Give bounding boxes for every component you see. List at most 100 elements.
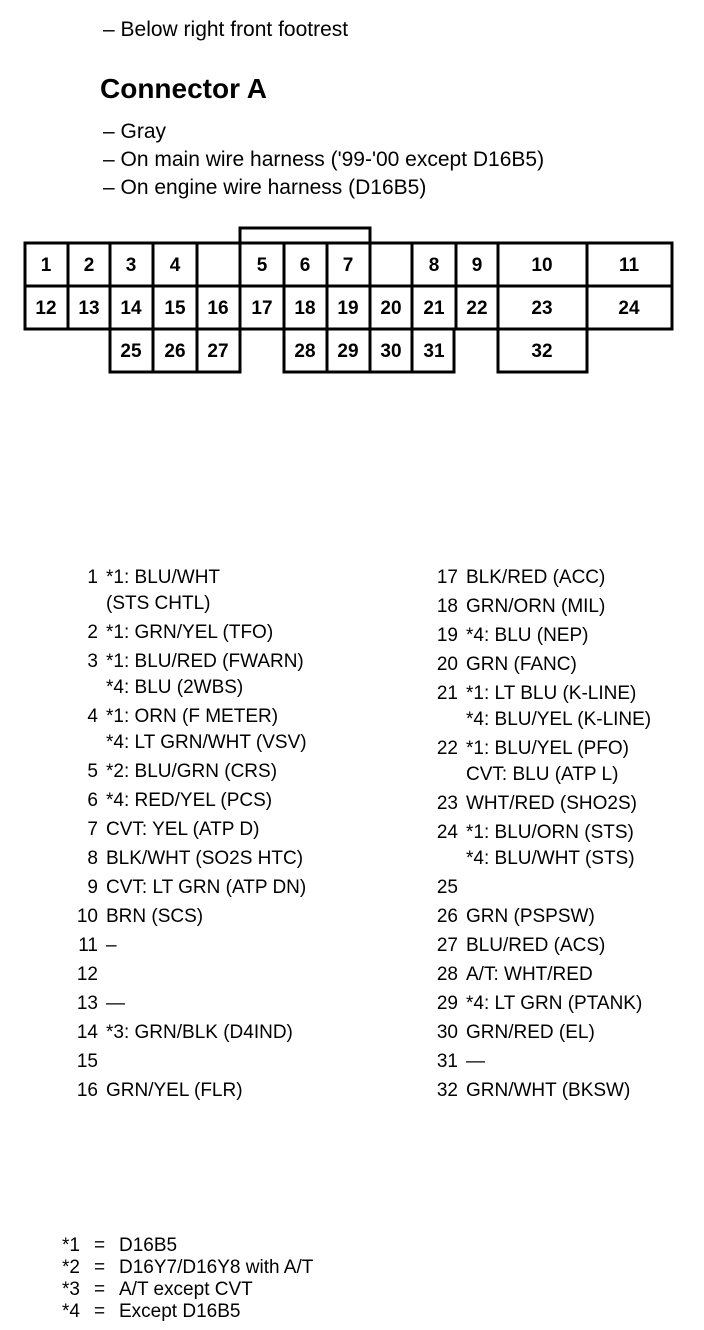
footnote-legend: *1=D16B5*2=D16Y7/D16Y8 with A/T*3=A/T ex… [0, 1235, 704, 1330]
pin-label: 31 [423, 341, 445, 362]
pin-label: 23 [531, 298, 552, 319]
pin-wire-description: *4: BLU/WHT (STS) [466, 848, 635, 869]
legend-equals: = [94, 1301, 106, 1322]
pin-number: 15 [76, 1051, 98, 1072]
pin-wire-description: GRN/RED (EL) [466, 1022, 595, 1043]
pin-label: 28 [294, 341, 315, 362]
pin-wire-description: GRN/ORN (MIL) [466, 596, 606, 617]
pin-number: 8 [87, 848, 98, 869]
pin-number: 29 [436, 993, 458, 1014]
pin-wire-description: A/T: WHT/RED [466, 964, 593, 985]
pin-number: 22 [436, 738, 458, 759]
pin-wire-description: *1: ORN (F METER) [106, 706, 279, 727]
pin-wire-description: *1: BLU/WHT [106, 567, 221, 588]
pin-wire-description: *1: LT BLU (K-LINE) [466, 683, 637, 704]
pin-number: 27 [436, 935, 458, 956]
connector-title: Connector A [100, 73, 267, 104]
pin-number: 13 [76, 993, 98, 1014]
note-engine-harness: – On engine wire harness (D16B5) [103, 176, 427, 199]
legend-key: *1 [62, 1235, 80, 1256]
pin-number: 23 [436, 793, 458, 814]
pin-number: 4 [87, 706, 98, 727]
pin-label: 11 [619, 255, 640, 276]
pin-label: 21 [423, 298, 445, 319]
pin-label: 7 [343, 255, 354, 276]
pin-label: 29 [337, 341, 358, 362]
pin-label: 2 [84, 255, 95, 276]
location-note: – Below right front footrest [103, 18, 349, 41]
pin-number: 31 [436, 1051, 458, 1072]
pin-wire-description: *4: LT GRN/WHT (VSV) [106, 732, 307, 753]
pin-wire-description: GRN/YEL (FLR) [106, 1080, 243, 1101]
pin-number: 32 [436, 1080, 458, 1101]
pin-label: 8 [429, 255, 440, 276]
pin-number: 24 [436, 822, 458, 843]
pin-label: 1 [41, 255, 52, 276]
pin-number: 10 [76, 906, 98, 927]
pin-number: 17 [436, 567, 458, 588]
pin-label: 22 [466, 298, 487, 319]
pin-number: 30 [436, 1022, 458, 1043]
pin-label: 14 [120, 298, 142, 319]
pin-wire-description: *4: RED/YEL (PCS) [106, 790, 273, 811]
pin-wire-description: BLU/RED (ACS) [466, 935, 606, 956]
pin-wire-description: *4: BLU (2WBS) [106, 677, 244, 698]
legend-value: A/T except CVT [119, 1279, 253, 1300]
pin-wire-description: *3: GRN/BLK (D4IND) [106, 1022, 293, 1043]
pin-wire-description: GRN (FANC) [466, 654, 577, 675]
pin-label: 20 [380, 298, 401, 319]
legend-equals: = [94, 1279, 106, 1300]
connector-lock-tab [238, 226, 372, 243]
pin-number: 28 [436, 964, 458, 985]
note-main-harness: – On main wire harness ('99-'00 except D… [103, 148, 545, 171]
pin-wire-description: BLK/RED (ACC) [466, 567, 606, 588]
pin-wire-description: *2: BLU/GRN (CRS) [106, 761, 278, 782]
legend-value: D16Y7/D16Y8 with A/T [119, 1257, 314, 1278]
legend-key: *2 [62, 1257, 80, 1278]
pin-wire-description: BLK/WHT (SO2S HTC) [106, 848, 304, 869]
legend-key: *4 [62, 1301, 80, 1322]
legend-equals: = [94, 1235, 106, 1256]
pin-number: 12 [76, 964, 98, 985]
pin-wire-description: *1: BLU/YEL (PFO) [466, 738, 629, 759]
pin-label: 26 [164, 341, 185, 362]
pin-number: 18 [436, 596, 458, 617]
pin-number: 9 [87, 877, 98, 898]
pin-number: 5 [87, 761, 98, 782]
pin-number: 3 [87, 651, 98, 672]
pin-number: 6 [87, 790, 98, 811]
pin-wire-description: BRN (SCS) [106, 906, 204, 927]
pin-label: 19 [337, 298, 358, 319]
pin-wire-description: CVT: BLU (ATP L) [466, 764, 619, 785]
pin-wire-description: *4: BLU (NEP) [466, 625, 589, 646]
pin-number: 21 [436, 683, 458, 704]
pin-number: 11 [78, 935, 98, 956]
pin-label: 3 [126, 255, 137, 276]
pin-label: 13 [78, 298, 99, 319]
pin-label: 5 [257, 255, 268, 276]
pin-number: 14 [76, 1022, 98, 1043]
pin-number: 26 [436, 906, 458, 927]
pin-label: 32 [531, 341, 552, 362]
pin-label: 9 [472, 255, 483, 276]
connector-diagram: 1 2 3 4 5 6 7 8 9 10 11 12 13 14 15 16 1… [23, 226, 674, 374]
pin-wire-description: CVT: YEL (ATP D) [106, 819, 260, 840]
legend-equals: = [94, 1257, 106, 1278]
pin-label: 24 [618, 298, 640, 319]
pin-label: 15 [164, 298, 186, 319]
pin-wire-description: *4: BLU/YEL (K-LINE) [466, 709, 652, 730]
legend-value: Except D16B5 [119, 1301, 241, 1322]
pin-label: 30 [380, 341, 401, 362]
pin-number: 7 [87, 819, 98, 840]
note-color: – Gray [103, 120, 167, 143]
pin-label: 4 [170, 255, 181, 276]
pin-label: 25 [120, 341, 142, 362]
pin-label: 17 [251, 298, 272, 319]
legend-value: D16B5 [119, 1235, 178, 1256]
pin-number: 20 [436, 654, 458, 675]
pin-wire-description: – [106, 935, 117, 956]
pin-number: 19 [436, 625, 458, 646]
pin-number: 1 [87, 567, 98, 588]
pin-label: 6 [300, 255, 311, 276]
pin-wire-description: WHT/RED (SHO2S) [466, 793, 637, 814]
